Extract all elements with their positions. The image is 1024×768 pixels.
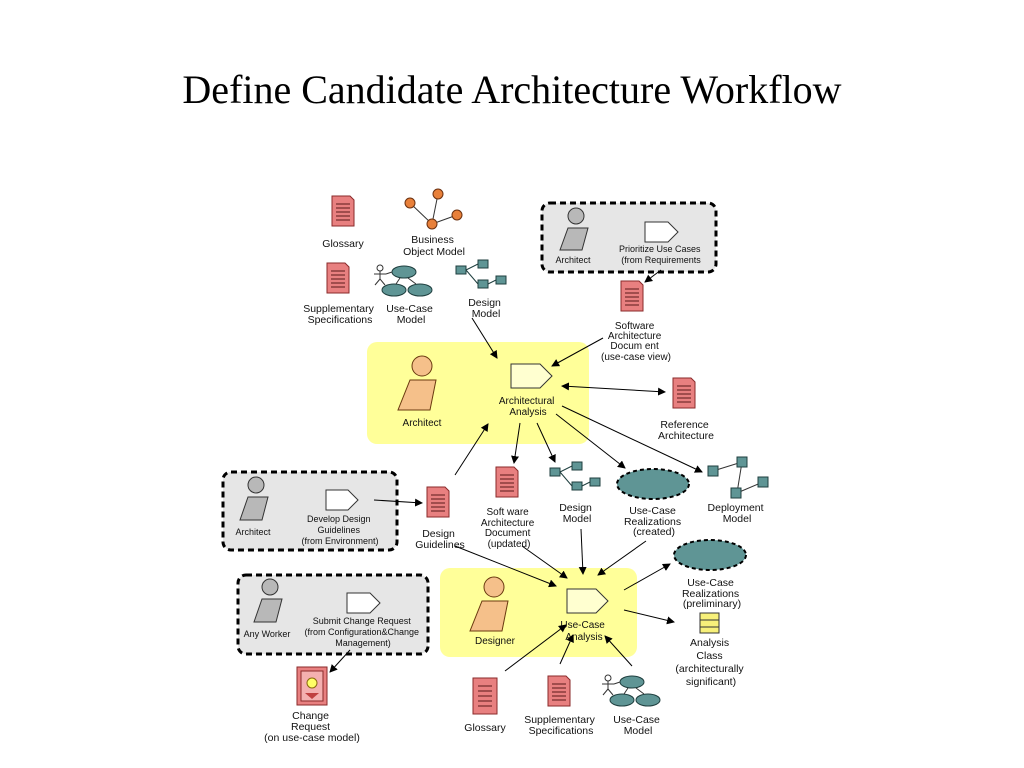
arrow-design-model-to-architectural-analysis [471, 317, 498, 359]
supplementary-specifications-top-label: Supplementary Specifications [303, 303, 377, 326]
supplementary-specifications-top-icon [326, 262, 350, 294]
arrow-use-case-model-to-use-case-analysis [604, 635, 633, 667]
prioritize-use-cases-activity-icon [644, 221, 679, 243]
architect-worker-icon [559, 207, 589, 251]
ucr-preliminary-label: Use-Case Realizations (preliminary) [682, 577, 742, 610]
ucr-created-label: Use-Case Realizations (created) [624, 505, 684, 538]
ucr-created-icon [616, 468, 690, 500]
use-case-analysis-activity-icon [566, 588, 609, 614]
change-request-label: Change Request (on use-case model) [264, 710, 360, 744]
page-title: Define Candidate Architecture Workflow [182, 67, 842, 112]
any-worker-icon [253, 578, 283, 623]
deployment-model-label: Deployment Model [708, 502, 767, 525]
arrow-architectural-analysis-to-sad-updated [511, 422, 521, 464]
submit-change-request-box [236, 573, 430, 656]
deployment-model-icon [707, 456, 769, 499]
use-case-model-top-icon [373, 264, 433, 297]
arrow-glossary-to-use-case-analysis [504, 624, 567, 672]
design-model-mid-icon [549, 461, 601, 491]
glossary-doc-icon [331, 195, 355, 227]
architectural-analysis-highlight [367, 342, 589, 444]
analysis-class-icon [699, 612, 720, 634]
architectural-analysis-activity-icon [510, 363, 553, 389]
arrow-use-case-analysis-to-analysis-class [623, 609, 675, 625]
designer-worker-icon [469, 576, 509, 632]
supplementary-specifications-bottom-icon [547, 675, 571, 707]
sad-use-case-view-label: Software Architecture Docum ent (use-cas… [601, 321, 671, 363]
use-case-model-bottom-icon [601, 674, 661, 707]
use-case-analysis-highlight [440, 568, 637, 657]
architect-a-label: Architect [555, 255, 591, 265]
architectural-analysis-label: Architectural Analysis [499, 396, 557, 418]
develop-design-guidelines-activity-icon [325, 489, 359, 511]
arrow-supplementary-to-use-case-analysis [559, 634, 574, 665]
glossary-bottom-label: Glossary [464, 722, 506, 734]
develop-design-guidelines-box [221, 470, 399, 552]
architect-b-worker-icon [239, 476, 269, 521]
arrow-ucr-created-to-use-case-analysis [597, 540, 647, 576]
arrow-sad-updated-to-use-case-analysis [521, 545, 568, 579]
prioritize-use-cases-label: Prioritize Use Cases (from Requirements [619, 244, 703, 265]
use-case-analysis-label: Use-Case Analysis [560, 620, 607, 643]
develop-design-guidelines-label: Develop Design Guidelines (from Environm… [301, 514, 378, 546]
sad-updated-label: Soft ware Architecture Document (updated… [481, 507, 537, 550]
arrow-design-guidelines-to-architectural-analysis [454, 423, 489, 476]
arrow-architectural-analysis-to-ucr-created [555, 413, 626, 469]
ucr-preliminary-icon [673, 539, 747, 571]
arrow-architectural-analysis-to-deployment-model [561, 405, 703, 473]
architect-main-label: Architect [403, 418, 442, 429]
arrow-develop-guidelines-to-design-guidelines [373, 498, 423, 507]
designer-label: Designer [475, 636, 516, 647]
arrow-design-guidelines-to-use-case-analysis [454, 545, 557, 588]
business-object-model-label: Business Object Model [403, 234, 465, 258]
arrow-submit-to-change-request [329, 649, 351, 673]
design-guidelines-label: Design Guidelines [415, 528, 465, 551]
prioritize-use-cases-box [540, 201, 718, 274]
submit-change-request-label: Submit Change Request (from Configuratio… [304, 616, 421, 648]
reference-architecture-label: Reference Architecture [658, 419, 714, 442]
change-request-icon [296, 666, 328, 706]
design-model-top-label: Design Model [468, 297, 504, 320]
supplementary-specifications-bottom-label: Supplementary Specifications [524, 714, 598, 737]
arrow-architectural-analysis-to-design-model [536, 422, 556, 463]
arrow-design-model-to-use-case-analysis [578, 528, 587, 575]
glossary-bottom-icon [472, 677, 498, 715]
arrow-sad-view-to-architectural-analysis [551, 337, 604, 367]
design-guidelines-icon [426, 486, 450, 518]
arrow-use-case-analysis-to-ucr-preliminary [623, 563, 671, 591]
glossary-top-label: Glossary [322, 238, 364, 250]
use-case-model-top-label: Use-Case Model [386, 303, 436, 326]
flow-arrows [329, 269, 703, 673]
design-model-top-icon [455, 259, 507, 289]
use-case-model-bottom-label: Use-Case Model [613, 714, 663, 737]
sad-updated-icon [495, 466, 519, 498]
any-worker-label: Any Worker [244, 629, 291, 639]
design-model-mid-label: Design Model [559, 502, 595, 525]
analysis-class-label: Analysis Class (architecturally signific… [675, 637, 746, 688]
business-object-model-icon [404, 188, 463, 230]
sad-use-case-view-icon [620, 280, 644, 312]
architect-main-worker-icon [397, 355, 437, 411]
submit-change-request-activity-icon [346, 592, 381, 614]
arrow-prioritize-to-sad-view [644, 269, 662, 283]
architect-b-label: Architect [235, 527, 271, 537]
arrow-architectural-analysis-reference-architecture [561, 382, 666, 396]
reference-architecture-icon [672, 377, 696, 409]
